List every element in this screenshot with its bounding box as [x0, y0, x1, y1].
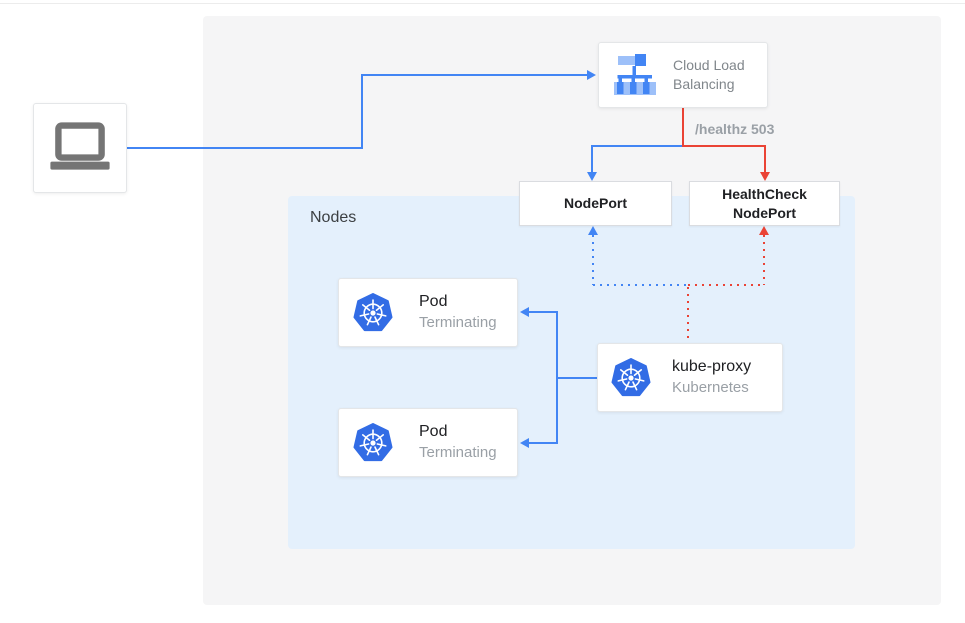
healthz-label: /healthz 503: [695, 121, 775, 137]
arrowhead-into-pod2: [520, 438, 529, 448]
edge-split-blue-h: [591, 145, 683, 147]
nodeport-box: NodePort: [519, 181, 672, 226]
arrowhead-into-pod1: [520, 307, 529, 317]
edge-kubeproxy-left-h: [557, 377, 597, 379]
edge-dotted-blue-h: [593, 284, 688, 286]
arrowhead-into-lb: [587, 70, 596, 80]
edge-pods-trunk-v: [556, 311, 558, 444]
pod-status: Terminating: [419, 444, 497, 462]
healthcheck-nodeport-box: HealthCheck NodePort: [689, 181, 840, 226]
kubernetes-icon: [611, 357, 651, 396]
edge-lb-down-red: [682, 108, 684, 147]
kubernetes-icon: [353, 292, 393, 331]
edge-split-red-h: [682, 145, 766, 147]
edge-client-to-lb-h1: [127, 147, 361, 149]
kube-proxy-title: kube-proxy: [672, 358, 752, 376]
load-balancer-title: Cloud Load Balancing: [673, 57, 745, 92]
pod-card-2: Pod Terminating: [338, 408, 518, 477]
edge-client-to-lb-h2: [361, 74, 587, 76]
edge-to-pod2-h: [529, 442, 558, 444]
load-balancer-icon: [614, 54, 656, 95]
arrowhead-dotted-into-healthcheck: [759, 226, 769, 235]
arrowhead-into-healthcheck: [760, 172, 770, 181]
nodeport-label: NodePort: [564, 195, 627, 212]
edge-kubeproxy-up-dotted: [687, 287, 689, 343]
client-laptop-box: [33, 103, 127, 193]
healthcheck-label-line1: HealthCheck: [722, 185, 807, 202]
nodes-label: Nodes: [310, 209, 357, 226]
pod-title: Pod: [419, 293, 448, 311]
pod-status: Terminating: [419, 314, 497, 332]
edge-to-pod1-h: [529, 311, 558, 313]
pod-card-1: Pod Terminating: [338, 278, 518, 347]
arrowhead-into-nodeport: [587, 172, 597, 181]
healthcheck-label-line2: NodePort: [733, 204, 796, 221]
edge-to-nodeport-v: [591, 145, 593, 172]
edge-dotted-blue-v: [592, 235, 594, 285]
cloud-load-balancing-card: Cloud Load Balancing: [598, 42, 768, 108]
arrowhead-dotted-into-nodeport: [588, 226, 598, 235]
kube-proxy-subtitle: Kubernetes: [672, 379, 749, 397]
laptop-icon: [50, 122, 110, 170]
edge-dotted-red-v: [763, 235, 765, 285]
kubernetes-icon: [353, 422, 393, 461]
edge-to-healthcheck-v: [764, 145, 766, 172]
top-divider: [0, 3, 965, 4]
edge-client-to-lb-v: [361, 74, 363, 149]
edge-dotted-red-h: [688, 284, 765, 286]
pod-title: Pod: [419, 423, 448, 441]
kube-proxy-card: kube-proxy Kubernetes: [597, 343, 783, 412]
